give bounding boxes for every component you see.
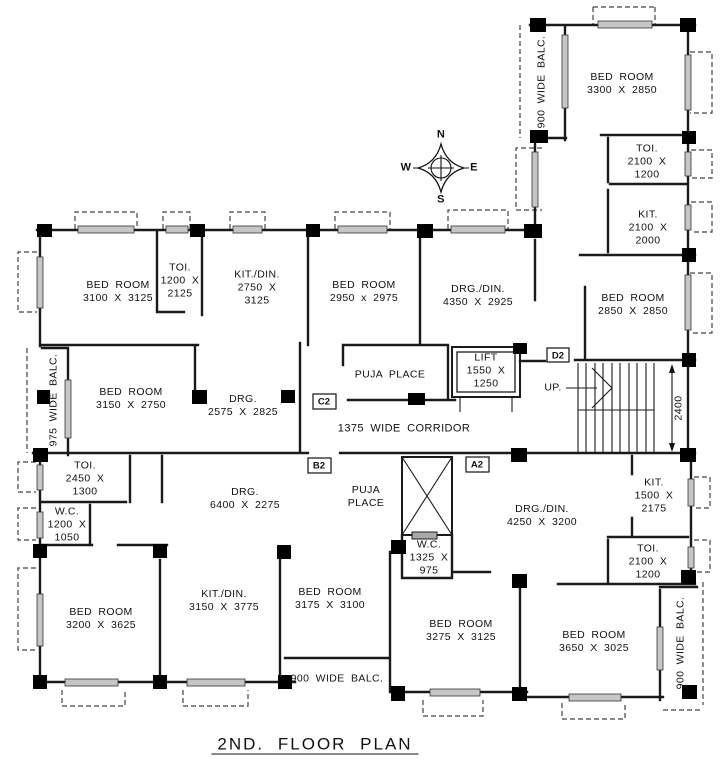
room-label-kitdin-3150: KIT./DIN.3150 X 3775 (189, 588, 259, 613)
room-label-drgdin-4350: DRG./DIN.4350 X 2925 (443, 283, 513, 308)
lift-shaft (401, 456, 453, 540)
windows (36, 20, 695, 702)
compass-west-label: W (400, 161, 412, 174)
balcony-label-top: 900 WIDE BALC. (535, 35, 548, 129)
grid-marker-a2: A2 (470, 459, 484, 471)
compass-north-label: N (436, 128, 446, 141)
balcony-label-bottom: 900 WIDE BALC. (290, 672, 384, 685)
stairs-up-label: UP. (544, 381, 562, 394)
dimension-2400 (669, 364, 675, 452)
dashed-openings (17, 6, 713, 720)
balcony-label-left: 975 WIDE BALC. (47, 353, 60, 447)
grid-marker-b2: B2 (312, 460, 326, 472)
page-title: 2ND. FLOOR PLAN (211, 736, 419, 755)
room-label-puja-place-upper: PUJA PLACE (354, 368, 426, 381)
grid-marker-d2: D2 (551, 350, 565, 362)
columns (33, 18, 697, 701)
room-label-drg-6400: DRG.6400 X 2275 (210, 486, 280, 511)
compass-south-label: S (437, 193, 445, 206)
lift-upper (451, 346, 521, 412)
balcony-label-right: 900 WIDE BALC. (674, 596, 687, 690)
room-label-drgdin-4250: DRG./DIN.4250 X 3200 (507, 503, 577, 528)
stair-dimension-label: 2400 (672, 395, 685, 421)
room-label-drg-2575: DRG.2575 X 2825 (208, 393, 278, 418)
stairs (566, 363, 655, 453)
grid-marker-boxes (307, 347, 570, 474)
corridor-label: 1375 WIDE CORRIDOR (337, 422, 471, 435)
compass-rose-icon (413, 141, 469, 195)
grid-marker-c2: C2 (317, 396, 331, 408)
compass-east-label: E (470, 161, 478, 174)
walls (31, 23, 699, 702)
